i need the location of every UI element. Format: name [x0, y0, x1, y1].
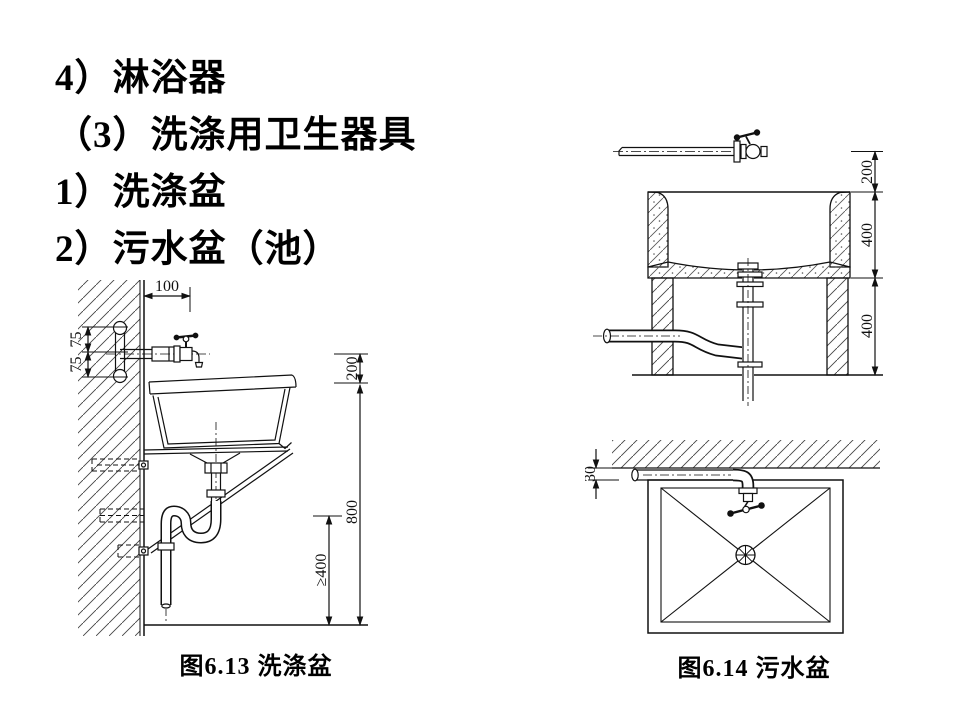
- support-bracket: [143, 446, 294, 554]
- title-line-1: 4）淋浴器: [55, 58, 227, 99]
- dimension-pipe-spacing: 75 75: [70, 326, 128, 378]
- figure-slopsink-drawing: 200 400 400: [585, 129, 883, 634]
- p-trap: [157, 501, 222, 624]
- plan-supply-pipe: [631, 468, 755, 489]
- inlet-pipe: [593, 328, 744, 360]
- dim-label-75-upper: 75: [70, 332, 85, 348]
- title-line-2: （3）洗涤用卫生器具: [55, 115, 417, 156]
- plan-faucet: [727, 487, 765, 517]
- figure-washbasin-drawing: 100 75 75: [70, 278, 368, 636]
- supply-branch-pipe: [106, 346, 210, 362]
- dimension-right-column: 200 400 400: [851, 150, 883, 376]
- dim-label-100: 100: [155, 278, 179, 295]
- dim-label-min400: ≥400: [313, 554, 330, 587]
- wall-bracket-upper-bolt: [138, 460, 149, 470]
- valve-faucet: [733, 129, 768, 163]
- plan-wall-hatch: [612, 440, 880, 469]
- dim-label-800: 800: [344, 500, 361, 524]
- supply-pipe-section: [613, 146, 757, 157]
- faucet: [173, 332, 204, 368]
- dimension-faucet-offset: 100: [143, 278, 191, 312]
- dim-label-75-lower: 75: [70, 357, 85, 373]
- dimension-right-column: 200 800 ≥400: [313, 353, 368, 626]
- supply-riser-pipe: [112, 320, 128, 384]
- drain-pipe: [736, 258, 764, 406]
- figure-slopsink-caption: 图6.14 污水盆: [677, 656, 831, 682]
- dim-label-400-upper: 400: [859, 223, 876, 247]
- plan-basin: [647, 479, 844, 634]
- wall-bracket-lower-bolt: [138, 546, 149, 556]
- dim-label-400-lower: 400: [859, 314, 876, 338]
- title-line-4: 2）污水盆（池）: [55, 229, 341, 270]
- title-line-3: 1）洗涤盆: [55, 172, 227, 213]
- dim-label-30: 30: [585, 466, 599, 482]
- support-walls: [651, 277, 849, 376]
- figure-washbasin-caption: 图6.13 洗涤盆: [179, 654, 333, 680]
- drain-assembly: [204, 422, 228, 503]
- dim-label-200: 200: [344, 357, 361, 381]
- dimension-pipe-offset: 30: [585, 449, 625, 499]
- wall-bracket-lower: [117, 544, 140, 558]
- wall-bracket-upper: [91, 458, 140, 472]
- basin: [148, 374, 297, 450]
- title-block: 4）淋浴器 （3）洗涤用卫生器具 1）洗涤盆 2）污水盆（池）: [55, 50, 417, 278]
- dim-label-200: 200: [859, 160, 876, 184]
